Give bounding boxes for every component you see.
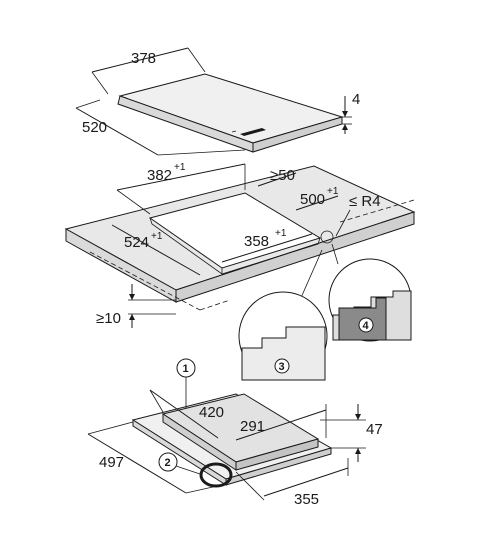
callout-1-group: 1 — [176, 358, 196, 408]
dim-378: 378 — [91, 47, 206, 95]
dim-524-tol: +1 — [151, 231, 163, 242]
dim-524-label: 524 — [124, 234, 149, 251]
dim-497-label: 497 — [99, 454, 124, 471]
dim-355-label: 355 — [294, 491, 319, 508]
callout-2-group: 2 — [158, 452, 201, 475]
dim-358: 358 +1 — [221, 228, 313, 263]
dim-min50: ≥50 — [257, 167, 297, 187]
dim-min50-label: ≥50 — [270, 167, 295, 184]
callout-3: 3 — [279, 361, 285, 373]
dim-378-label: 378 — [131, 50, 156, 67]
detail-circle-4: 4 — [328, 243, 412, 342]
dim-291-label: 291 — [240, 418, 265, 435]
hob-underside — [131, 393, 333, 488]
dim-358-label: 358 — [244, 233, 269, 250]
dim-382: 382 +1 — [116, 162, 246, 215]
dim-497: 497 — [87, 421, 227, 494]
hob-panel — [117, 73, 344, 153]
callout-1: 1 — [183, 363, 189, 375]
dim-r4: ≤ R4 — [335, 193, 381, 237]
dim-358-tol: +1 — [275, 228, 287, 239]
dim-382-tol: +1 — [174, 162, 186, 173]
dim-47: 47 — [320, 404, 383, 462]
dim-420-label: 420 — [199, 404, 224, 421]
dim-500-tol: +1 — [327, 186, 339, 197]
dim-500: 500 +1 — [295, 186, 339, 211]
dim-47-label: 47 — [366, 421, 383, 438]
dim-291: 291 — [235, 404, 327, 441]
dim-4-label: 4 — [352, 91, 360, 108]
dim-r4-label: ≤ R4 — [349, 193, 381, 210]
dim-min10: ≥10 — [96, 284, 176, 328]
dim-420: 420 — [149, 389, 224, 439]
dim-382-label: 382 — [147, 167, 172, 184]
callout-4: 4 — [363, 320, 370, 332]
dim-4: 4 — [342, 91, 360, 134]
callout-2: 2 — [165, 457, 171, 469]
detail-circle-3: 3 — [238, 249, 328, 381]
dim-500-label: 500 — [300, 191, 325, 208]
worktop — [64, 165, 416, 311]
dim-520-label: 520 — [82, 119, 107, 136]
dim-min10-label: ≥10 — [96, 310, 121, 327]
dim-520: 520 — [75, 99, 246, 156]
dim-524: 524 +1 — [111, 224, 201, 276]
dim-355: 355 — [235, 458, 349, 508]
